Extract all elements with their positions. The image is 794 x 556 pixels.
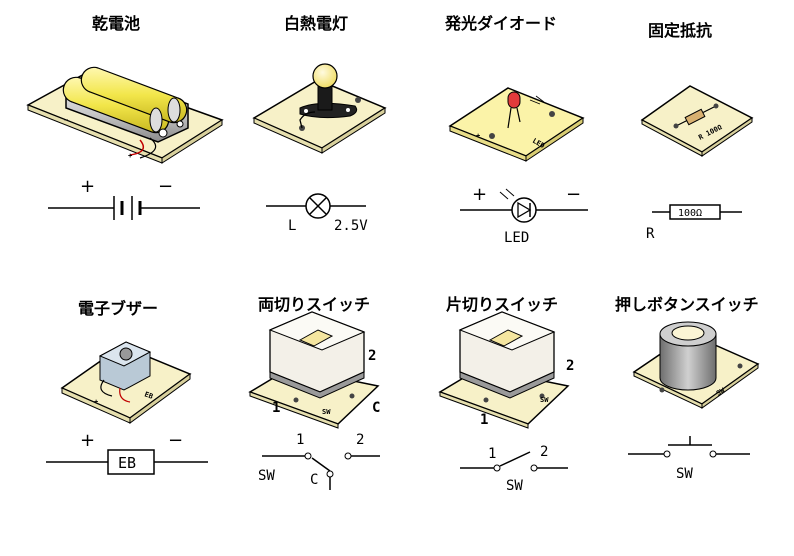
- lamp-board-illustration: [252, 63, 387, 154]
- buzzer-label: EB: [118, 454, 136, 472]
- spsw-terminal-2: 2: [540, 444, 548, 460]
- pbsw-board-illustration: SW: [632, 321, 760, 409]
- buzzer-symbol: EB + −: [46, 430, 208, 475]
- led-board-plus: +: [476, 132, 480, 140]
- buzzer-board-label: EB: [143, 390, 154, 400]
- led-title: 発光ダイオード: [445, 14, 558, 33]
- dpsw-board-sw: SW: [322, 408, 331, 416]
- dpsw-terminal-2: 2: [356, 432, 364, 448]
- buzzer-minus-sign: −: [168, 430, 183, 451]
- battery-plus-sign: +: [80, 176, 95, 197]
- resistor-R-label: R: [646, 226, 655, 242]
- pbsw-board-sw: SW: [715, 386, 727, 398]
- pbsw-sw-label: SW: [676, 466, 693, 482]
- dpsw-terminal-1: 1: [296, 432, 304, 448]
- resistor-symbol: 100Ω R: [646, 204, 742, 242]
- battery-minus-sign: −: [158, 176, 173, 197]
- pbsw-title: 押しボタンスイッチ: [615, 295, 759, 314]
- buzzer-plus-sign: +: [80, 430, 95, 451]
- lamp-title: 白熱電灯: [284, 14, 349, 33]
- resistor-value: 100Ω: [678, 208, 702, 219]
- resistor-title: 固定抵抗: [648, 21, 713, 40]
- spsw-board-sw: SW: [540, 396, 549, 404]
- dpsw-symbol: 1 2 C SW: [258, 432, 380, 490]
- dpsw-board-illustration: 1 2 C SW: [248, 311, 380, 429]
- lamp-symbol: L 2.5V: [266, 193, 368, 234]
- battery-board-plus: +: [128, 152, 132, 160]
- battery-symbol: + −: [48, 176, 200, 220]
- battery-title: 乾電池: [92, 14, 141, 33]
- buzzer-board-plus: +: [94, 398, 98, 406]
- resistor-board-illustration: R 100Ω: [640, 85, 754, 157]
- battery-board-illustration: − +: [26, 66, 224, 164]
- led-board-illustration: + LED: [448, 87, 585, 162]
- buzzer-board-illustration: + EB: [60, 341, 192, 424]
- spsw-terminal-1: 1: [488, 446, 496, 462]
- spsw-sw-label: SW: [506, 478, 523, 494]
- led-label: LED: [504, 230, 529, 246]
- pbsw-symbol: SW: [628, 436, 750, 482]
- spsw-board-illustration: 1 2 SW: [438, 311, 574, 429]
- battery-board-minus: −: [64, 116, 68, 124]
- dpsw-board-1: 1: [272, 400, 280, 416]
- dpsw-sw-label: SW: [258, 468, 275, 484]
- led-plus-sign: +: [472, 184, 487, 205]
- led-minus-sign: −: [566, 184, 581, 205]
- spsw-title: 片切りスイッチ: [446, 295, 559, 314]
- spsw-board-1: 1: [480, 412, 488, 428]
- spsw-board-2: 2: [566, 358, 574, 374]
- lamp-L-label: L: [288, 218, 296, 234]
- led-symbol: + − LED: [460, 184, 588, 246]
- lamp-voltage-label: 2.5V: [334, 218, 368, 234]
- dpsw-title: 両切りスイッチ: [258, 295, 371, 314]
- dpsw-terminal-c: C: [310, 472, 318, 488]
- dpsw-board-2: 2: [368, 348, 376, 364]
- buzzer-title: 電子ブザー: [78, 299, 159, 318]
- dpsw-board-c: C: [372, 400, 380, 416]
- spsw-symbol: 1 2 SW: [460, 444, 568, 494]
